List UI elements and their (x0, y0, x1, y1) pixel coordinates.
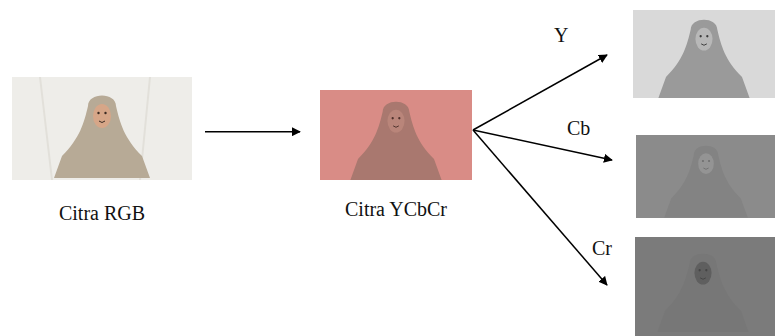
ycbcr-photo (320, 90, 472, 180)
channel-label: Cb (565, 117, 592, 139)
image-node: Citra RGB (12, 77, 192, 180)
channel-label: Cr (590, 237, 614, 259)
channel-label: Y (552, 24, 570, 46)
rgb-photo (12, 77, 192, 180)
cb-channel-photo (636, 135, 775, 218)
image-node: Citra YCbCr (320, 90, 472, 180)
cr-channel-photo (635, 237, 775, 336)
flow-arrow (205, 131, 300, 133)
image-caption: Citra RGB (59, 202, 145, 225)
y-channel-photo (633, 10, 775, 98)
image-caption: Citra YCbCr (345, 198, 447, 221)
